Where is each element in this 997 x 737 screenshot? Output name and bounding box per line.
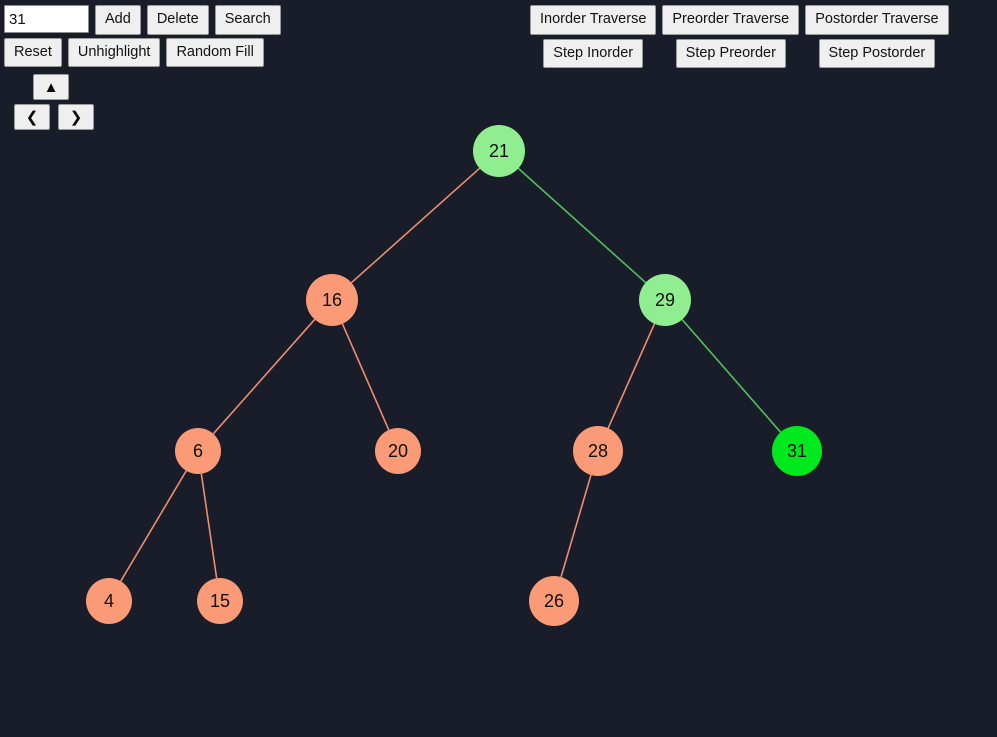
search-button[interactable]: Search [214, 5, 281, 35]
tree-node-28[interactable]: 28 [573, 426, 623, 476]
left-toolbar: Add Delete Search Reset Unhighlight Rand… [4, 5, 524, 70]
postorder-traverse-button[interactable]: Postorder Traverse [805, 5, 949, 35]
preorder-traverse-button[interactable]: Preorder Traverse [662, 5, 800, 35]
nav-up-row: ▲ [14, 74, 124, 100]
tree-node-4[interactable]: 4 [86, 578, 132, 624]
preorder-column: Preorder Traverse Step Preorder [662, 5, 800, 68]
inorder-column: Inorder Traverse Step Inorder [530, 5, 657, 68]
tree-node-29[interactable]: 29 [639, 274, 691, 326]
left-toolbar-row-2: Reset Unhighlight Random Fill [4, 37, 524, 67]
tree-node-6[interactable]: 6 [175, 428, 221, 474]
tree-node-21[interactable]: 21 [473, 125, 525, 177]
delete-button[interactable]: Delete [146, 5, 209, 35]
traversal-columns: Inorder Traverse Step Inorder Preorder T… [530, 5, 995, 68]
tree-node-31[interactable]: 31 [772, 426, 822, 476]
unhighlight-button[interactable]: Unhighlight [67, 37, 161, 67]
chevron-left-icon-button[interactable]: ❮ [14, 104, 50, 130]
value-input[interactable] [4, 5, 89, 33]
add-button[interactable]: Add [95, 5, 141, 35]
tree-node-26[interactable]: 26 [529, 576, 579, 626]
tree-node-20[interactable]: 20 [375, 428, 421, 474]
nav-left-right-row: ❮ ❯ [14, 104, 124, 130]
tree-node-15[interactable]: 15 [197, 578, 243, 624]
inorder-traverse-button[interactable]: Inorder Traverse [530, 5, 657, 35]
step-postorder-button[interactable]: Step Postorder [818, 38, 936, 68]
step-preorder-button[interactable]: Step Preorder [675, 38, 786, 68]
navigation-pad: ▲ ❮ ❯ [14, 74, 124, 130]
postorder-column: Postorder Traverse Step Postorder [805, 5, 949, 68]
triangle-up-icon-button[interactable]: ▲ [33, 74, 69, 100]
traversal-toolbar: Inorder Traverse Step Inorder Preorder T… [530, 5, 995, 68]
chevron-right-icon-button[interactable]: ❯ [58, 104, 94, 130]
left-toolbar-row-1: Add Delete Search [4, 5, 524, 35]
tree-node-16[interactable]: 16 [306, 274, 358, 326]
random-fill-button[interactable]: Random Fill [166, 37, 264, 67]
reset-button[interactable]: Reset [4, 37, 62, 67]
step-inorder-button[interactable]: Step Inorder [543, 38, 644, 68]
